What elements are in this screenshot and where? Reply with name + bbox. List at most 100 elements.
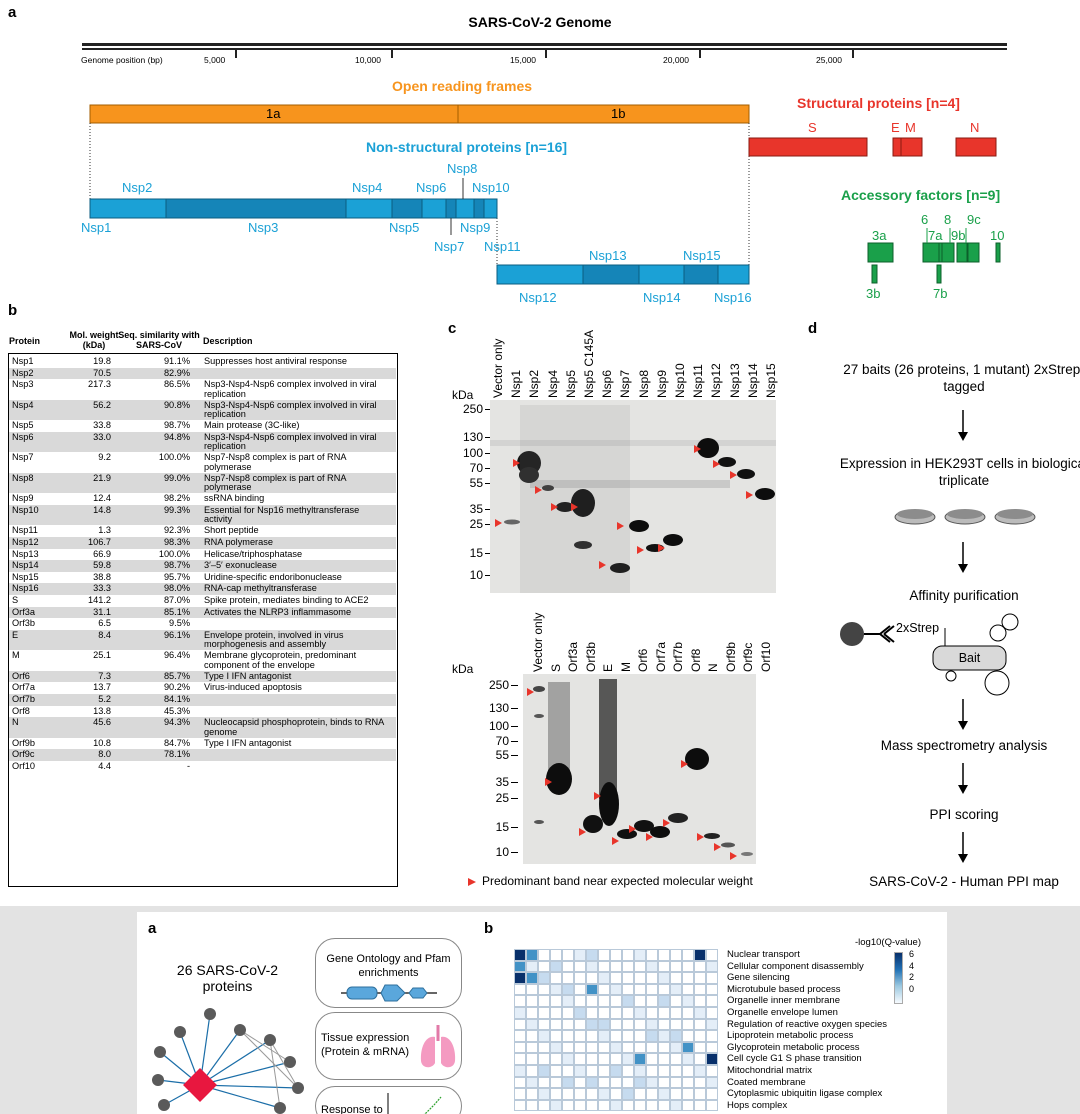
cell-protein: Orf7a bbox=[12, 683, 35, 693]
heatmap-cell bbox=[646, 1019, 658, 1031]
heatmap-cell bbox=[538, 1042, 550, 1054]
cell-mol-weight: 31.1 bbox=[71, 608, 111, 618]
header-description: Description bbox=[203, 336, 253, 346]
heatmap-row-label: Glycoprotein metabolic process bbox=[727, 1042, 860, 1053]
panel-label-b: b bbox=[8, 302, 17, 319]
heatmap-cell bbox=[586, 995, 598, 1007]
cell-description: Nsp3-Nsp4-Nsp6 complex involved in viral… bbox=[204, 380, 389, 399]
cell-mol-weight: 12.4 bbox=[71, 494, 111, 504]
heatmap-cell bbox=[562, 949, 574, 961]
cell-similarity: 98.7% bbox=[135, 421, 190, 431]
heatmap-cell bbox=[550, 1019, 562, 1031]
heatmap-cell bbox=[526, 1007, 538, 1019]
heatmap-cell bbox=[706, 972, 718, 984]
heatmap-cell bbox=[634, 1065, 646, 1077]
protein-table: Nsp119.891.1%Suppresses host antiviral r… bbox=[8, 353, 398, 887]
heatmap-cell bbox=[586, 1053, 598, 1065]
cell-protein: Orf3b bbox=[12, 619, 35, 629]
heatmap-cell bbox=[610, 1030, 622, 1042]
heatmap-cell bbox=[526, 984, 538, 996]
heatmap-cell bbox=[574, 1019, 586, 1031]
heatmap-cell bbox=[610, 961, 622, 973]
label-nsp16: Nsp16 bbox=[714, 290, 752, 305]
heatmap-cell bbox=[574, 949, 586, 961]
cell-protein: Orf3a bbox=[12, 608, 35, 618]
lane-label: Orf9b bbox=[724, 642, 738, 672]
band-arrow-icon bbox=[599, 561, 606, 569]
cell-description: Essential for Nsp16 methyltransferase ac… bbox=[204, 506, 389, 525]
cell-protein: Nsp7 bbox=[12, 453, 33, 463]
marker-label: 10 bbox=[451, 568, 483, 582]
cell-similarity: 96.1% bbox=[135, 631, 190, 641]
marker-label: 25 bbox=[451, 517, 483, 531]
cell-description: 3′–5′ exonuclease bbox=[204, 561, 389, 571]
heatmap-cell bbox=[598, 961, 610, 973]
heatmap-cell bbox=[610, 1007, 622, 1019]
table-row: Nsp456.290.8%Nsp3-Nsp4-Nsp6 complex invo… bbox=[9, 400, 396, 421]
cell-mol-weight: 14.8 bbox=[71, 506, 111, 516]
heatmap-cell bbox=[598, 1100, 610, 1112]
heatmap-cell bbox=[538, 1030, 550, 1042]
heatmap-cell bbox=[622, 1030, 634, 1042]
cell-mol-weight: 66.9 bbox=[71, 550, 111, 560]
marker-label: 15 bbox=[477, 820, 509, 834]
flow-step-affinity: Affinity purification bbox=[834, 587, 1080, 604]
heatmap-cell bbox=[550, 1088, 562, 1100]
heatmap-cell bbox=[646, 1042, 658, 1054]
cell-description: ssRNA binding bbox=[204, 494, 389, 504]
marker-label: 25 bbox=[477, 791, 509, 805]
label-nsp13: Nsp13 bbox=[589, 248, 627, 263]
nsp3-bar bbox=[166, 199, 346, 218]
band-arrow-icon bbox=[545, 778, 552, 786]
flow-step-ppi-map: SARS-CoV-2 - Human PPI map bbox=[834, 873, 1080, 890]
heatmap-cell bbox=[610, 995, 622, 1007]
heatmap-cell bbox=[658, 972, 670, 984]
heatmap-cell bbox=[610, 1042, 622, 1054]
heatmap-cell bbox=[562, 984, 574, 996]
heatmap-cell bbox=[598, 1065, 610, 1077]
lane-label: Vector only bbox=[531, 613, 545, 672]
heatmap-cell bbox=[634, 1042, 646, 1054]
nsp10-bar bbox=[484, 199, 497, 218]
heatmap-cell bbox=[598, 984, 610, 996]
cell-mol-weight: 33.3 bbox=[71, 584, 111, 594]
heatmap-cell bbox=[610, 1053, 622, 1065]
cell-protein: Orf8 bbox=[12, 707, 30, 717]
cell-mol-weight: 19.8 bbox=[71, 357, 111, 367]
heatmap-cell bbox=[562, 1077, 574, 1089]
heatmap-cell bbox=[598, 1077, 610, 1089]
heatmap-cell bbox=[670, 961, 682, 973]
heatmap-cell bbox=[526, 995, 538, 1007]
marker-tick bbox=[511, 741, 518, 742]
heatmap-cell bbox=[538, 1007, 550, 1019]
heatmap-cell bbox=[574, 1030, 586, 1042]
label-n: N bbox=[970, 120, 979, 135]
blot-bottom-image bbox=[523, 674, 756, 864]
heatmap-cell bbox=[670, 949, 682, 961]
cell-protein: Nsp9 bbox=[12, 494, 33, 504]
table-row: Nsp533.898.7%Main protease (3C-like) bbox=[9, 420, 396, 432]
heatmap-cell bbox=[562, 1100, 574, 1112]
tick-15000: 15,000 bbox=[510, 55, 536, 65]
cell-mol-weight: 10.8 bbox=[71, 739, 111, 749]
heatmap-cell bbox=[514, 1065, 526, 1077]
heatmap-cell bbox=[586, 1030, 598, 1042]
heatmap-cell bbox=[574, 984, 586, 996]
band-arrow-icon bbox=[617, 522, 624, 530]
cell-mol-weight: 4.4 bbox=[71, 762, 111, 772]
heatmap-cell bbox=[574, 961, 586, 973]
cell-similarity: 94.8% bbox=[135, 433, 190, 443]
cell-mol-weight: 1.3 bbox=[71, 526, 111, 536]
table-row: Orf3b6.59.5% bbox=[9, 618, 396, 630]
heatmap-cell bbox=[706, 1042, 718, 1054]
heatmap-cell bbox=[682, 972, 694, 984]
heatmap-cell bbox=[658, 1007, 670, 1019]
heatmap-cell bbox=[538, 984, 550, 996]
cell-protein: Orf6 bbox=[12, 672, 30, 682]
heatmap-cell bbox=[550, 1042, 562, 1054]
table-row: Nsp79.2100.0%Nsp7-Nsp8 complex is part o… bbox=[9, 452, 396, 473]
